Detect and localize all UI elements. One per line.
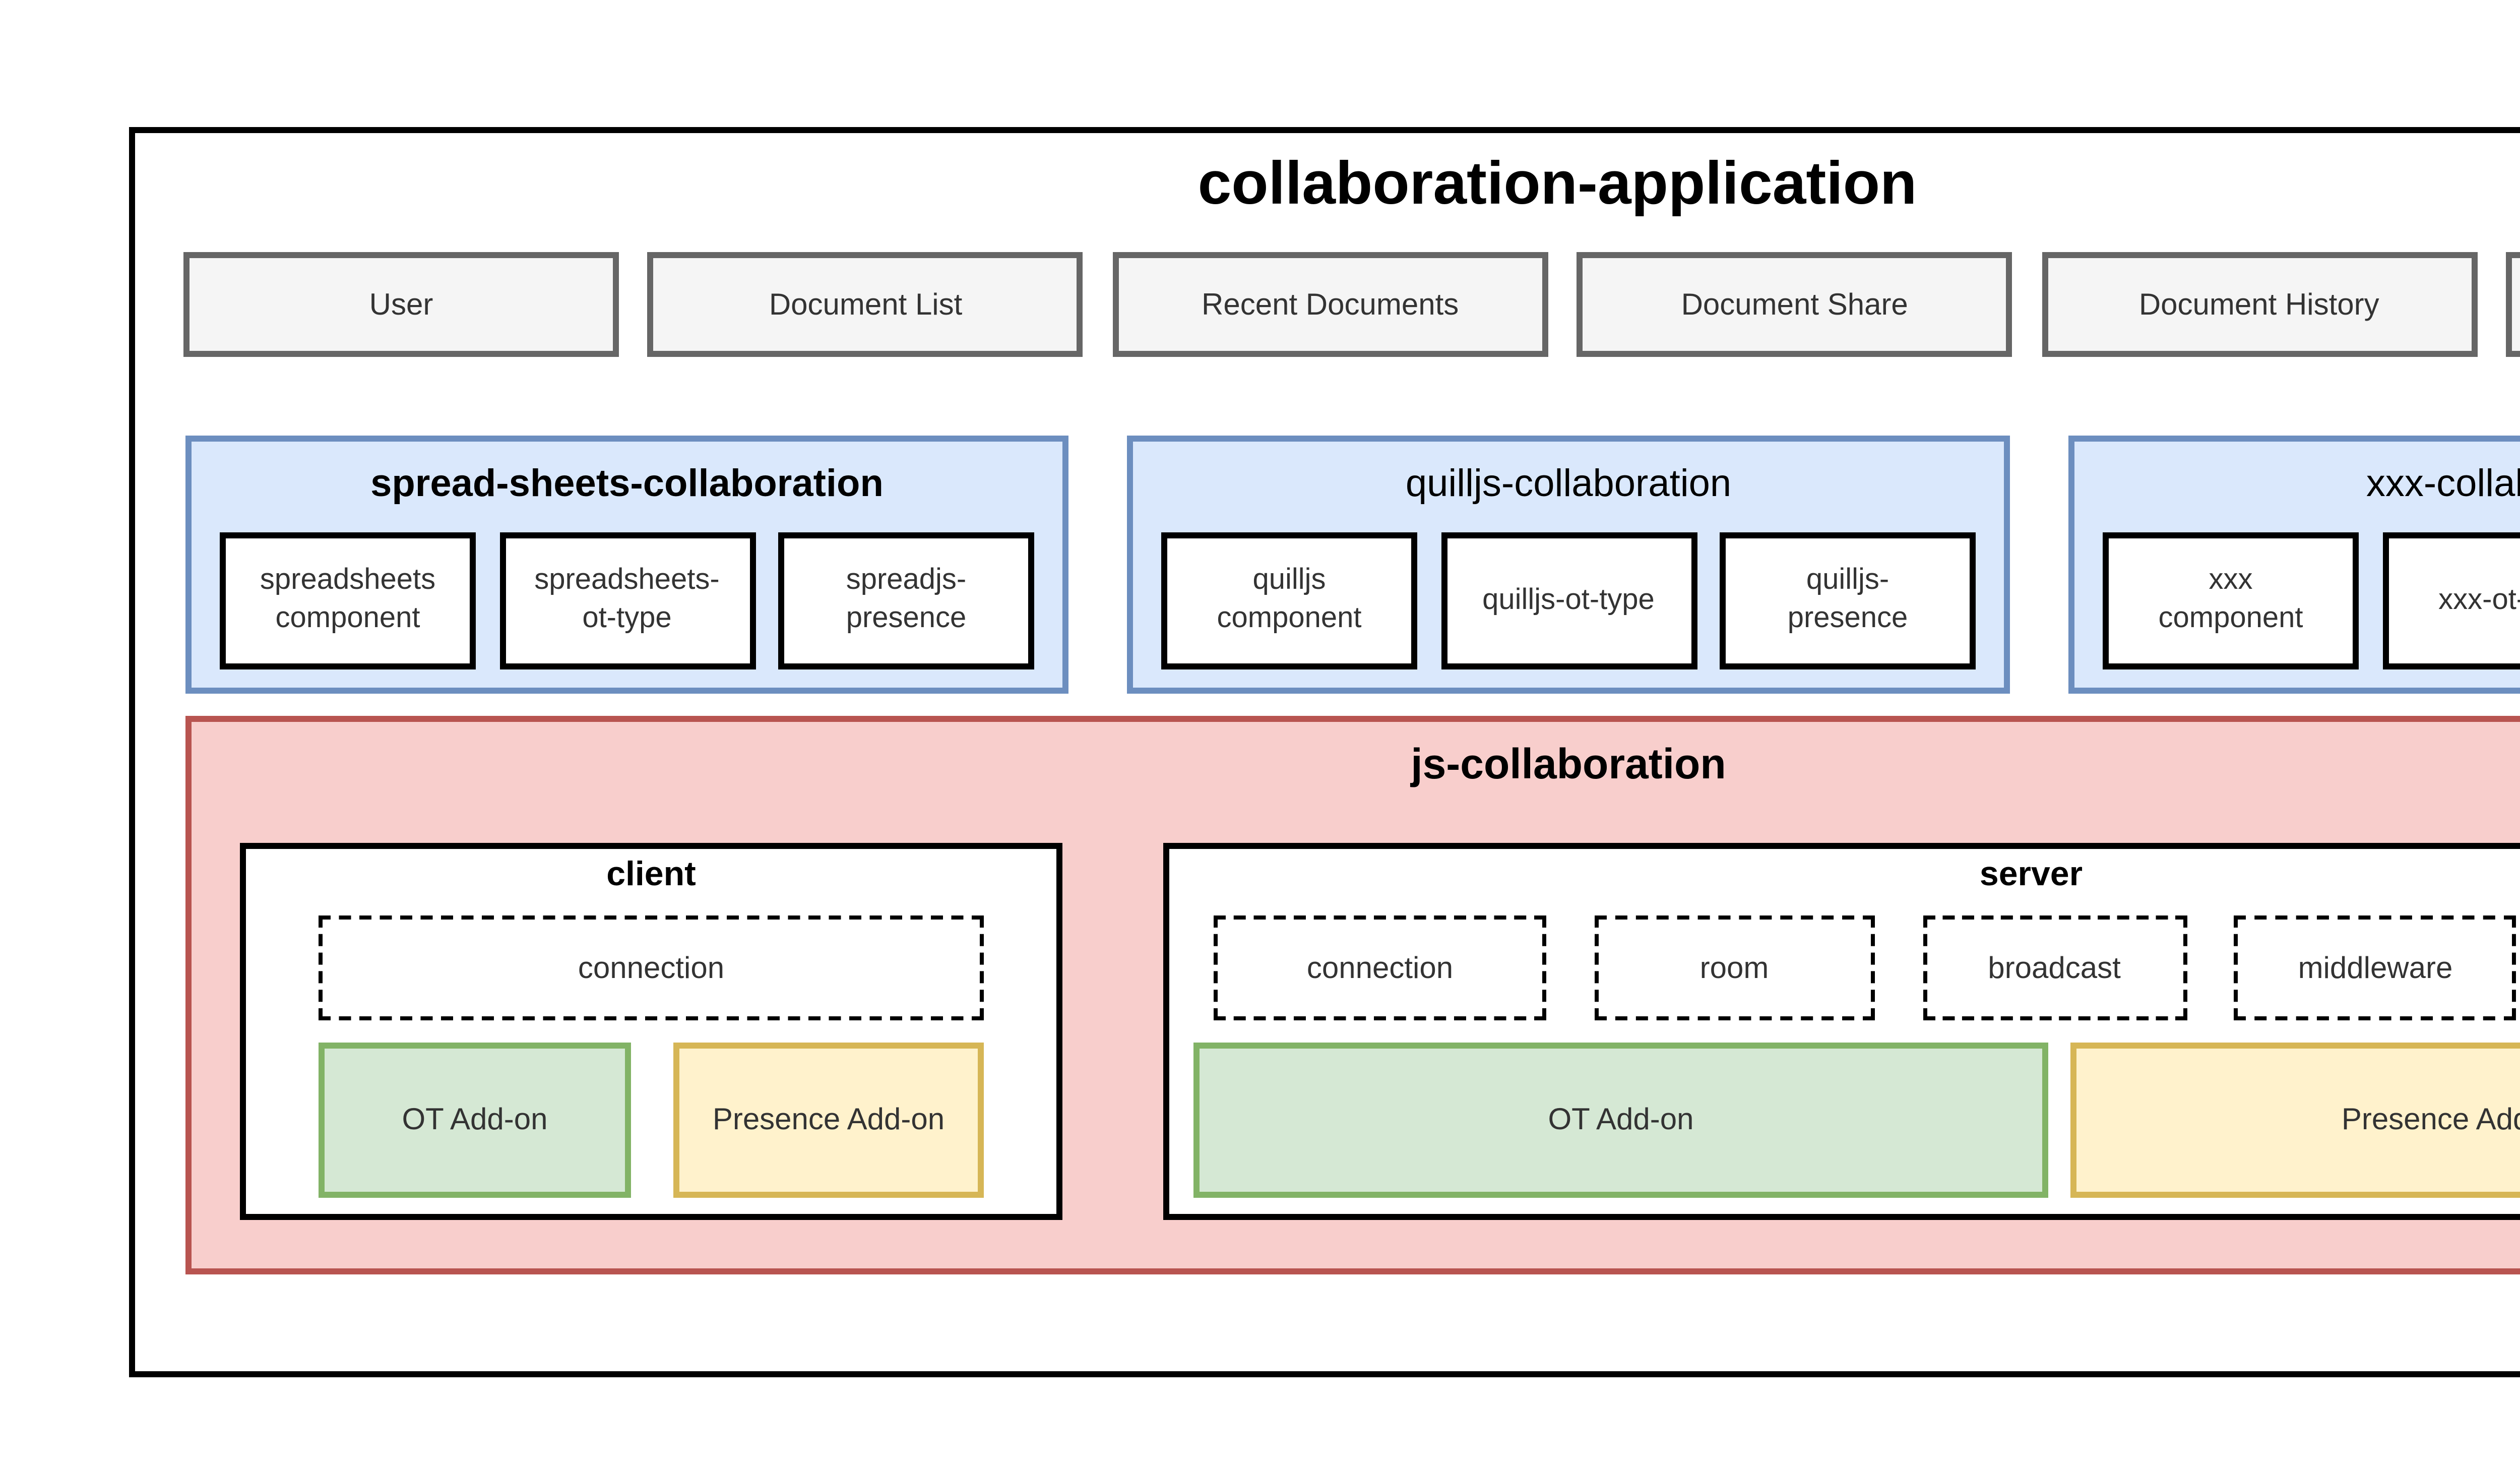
server-modules-row: connection room broadcast middleware hoo… [1214,915,2520,1020]
spread-sheets-collaboration-items: spreadsheets component spreadsheets-ot-t… [220,532,1034,669]
item-quilljs-presence: quilljs-presence [1720,532,1976,669]
module-box-document-share: Document Share [1577,252,2012,357]
collaboration-application-frame: collaboration-application User Document … [129,127,2520,1377]
item-spreadsheets-component: spreadsheets component [220,532,476,669]
module-box-user: User [183,252,619,357]
js-collaboration-title: js-collaboration [1411,742,1726,788]
client-connection-box: connection [319,915,984,1020]
app-title: collaboration-application [1198,151,1917,218]
item-xxx-component: xxx component [2103,532,2359,669]
item-quilljs-ot-type: quilljs-ot-type [1440,532,1696,669]
item-quilljs-component: quilljs component [1161,532,1417,669]
module-box-document-history: Document History [2041,252,2477,357]
spread-sheets-collaboration-title: spread-sheets-collaboration [370,464,884,506]
quilljs-collaboration-title: quilljs-collaboration [1405,464,1732,506]
quilljs-collaboration-items: quilljs component quilljs-ot-type quillj… [1161,532,1976,669]
server-connection-box: connection [1214,915,1546,1020]
server-middleware-box: middleware [2234,915,2516,1020]
collaboration-packages-row: spread-sheets-collaboration spreadsheets… [185,436,2520,694]
server-room-box: room [1594,915,1874,1020]
server-addons-row: OT Add-on Presence Add-on [1193,1043,2520,1198]
module-box-recent-documents: Recent Documents [1112,252,1548,357]
client-panel-title: client [606,855,696,893]
server-presence-addon-box: Presence Add-on [2070,1043,2520,1198]
item-spreadsheets-ot-type: spreadsheets-ot-type [499,532,755,669]
quilljs-collaboration-container: quilljs-collaboration quilljs component … [1127,436,2010,694]
module-box-document-list: Document List [648,252,1084,357]
server-panel: server connection room broadcast middlew… [1163,843,2520,1220]
server-broadcast-box: broadcast [1922,915,2186,1020]
spread-sheets-collaboration-container: spread-sheets-collaboration spreadsheets… [185,436,1068,694]
xxx-collaboration-title: xxx-collaboration [2366,464,2520,506]
item-xxx-ot-type: xxx-ot-type [2382,532,2520,669]
js-collaboration-container: js-collaboration client connection OT Ad… [185,716,2520,1274]
client-panel: client connection OT Add-on Presence Add… [240,843,1062,1220]
xxx-collaboration-container: xxx-collaboration xxx component xxx-ot-t… [2068,436,2520,694]
client-modules-row: connection [319,915,984,1020]
application-modules-row: User Document List Recent Documents Docu… [183,252,2520,357]
server-panel-title: server [1979,855,2083,893]
client-presence-addon-box: Presence Add-on [673,1043,984,1198]
module-box-xxx: xxx [2505,252,2520,357]
item-spreadjs-presence: spreadjs-presence [778,532,1034,669]
xxx-collaboration-items: xxx component xxx-ot-type xxx-presence [2103,532,2520,669]
server-ot-addon-box: OT Add-on [1193,1043,2048,1198]
client-addons-row: OT Add-on Presence Add-on [319,1043,984,1198]
client-ot-addon-box: OT Add-on [319,1043,631,1198]
